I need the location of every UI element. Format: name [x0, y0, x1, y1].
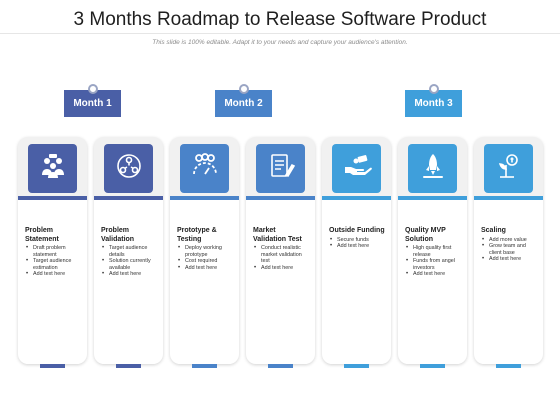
stage-bullets: Add more value Grow team and client base…	[481, 237, 537, 263]
gauge-dollar-icon	[190, 151, 220, 186]
stage-body: Scaling Add more value Grow team and cli…	[474, 200, 543, 364]
stage-title: Outside Funding	[329, 227, 385, 234]
title-divider	[0, 33, 560, 34]
stage-bullet: Cost required	[177, 258, 233, 265]
month-3-label: Month 3	[414, 98, 453, 109]
month-3-header: Month 3	[405, 84, 462, 117]
stage-bullets: Conduct realistic market validation test…	[253, 245, 309, 271]
stage-icon-box	[484, 144, 533, 193]
stage-body: Prototype & Testing Deploy working proto…	[170, 200, 239, 364]
stage-bullet: Add text here	[481, 256, 537, 263]
stage-bullet: Target audience details	[101, 245, 157, 258]
stage-tab	[116, 364, 141, 368]
stage-title: Problem Validation	[101, 227, 135, 243]
stage-bullet: Add text here	[177, 265, 233, 272]
stage-stripe	[398, 196, 467, 200]
stage-icon-box	[408, 144, 457, 193]
stage-icon-box	[256, 144, 305, 193]
hand-money-icon	[342, 151, 372, 186]
network-check-icon	[114, 151, 144, 186]
month-1-header: Month 1	[64, 84, 121, 117]
stage-bullet: Add more value	[481, 237, 537, 244]
growth-plant-icon	[494, 151, 524, 186]
stage-title: Market Validation Test	[253, 227, 302, 243]
stage-bullet: Target audience estimation	[25, 258, 81, 271]
month-2-pin	[238, 84, 249, 94]
stage-bullets: Secure funds Add text here	[329, 237, 385, 250]
month-1-label: Month 1	[73, 98, 112, 109]
stage-stripe	[246, 196, 315, 200]
month-3-pin	[428, 84, 439, 94]
stage-card-market-validation: Market Validation Test Conduct realistic…	[246, 137, 315, 368]
stage-icon-box	[28, 144, 77, 193]
stage-title: Problem Statement	[25, 227, 59, 243]
stage-tab	[40, 364, 65, 368]
stage-card-prototype-testing: Prototype & Testing Deploy working proto…	[170, 137, 239, 368]
stage-tab	[344, 364, 369, 368]
stage-title: Prototype & Testing	[177, 227, 217, 243]
stage-bullet: Add text here	[253, 265, 309, 272]
team-discussion-icon	[38, 151, 68, 186]
stage-stripe	[170, 196, 239, 200]
stage-bullets: Draft problem statement Target audience …	[25, 245, 81, 278]
stage-card-problem-validation: Problem Validation Target audience detai…	[94, 137, 163, 368]
stage-bullet: Deploy working prototype	[177, 245, 233, 258]
stage-bullet: Draft problem statement	[25, 245, 81, 258]
stage-body: Market Validation Test Conduct realistic…	[246, 200, 315, 364]
stage-stripe	[18, 196, 87, 200]
stage-tab	[496, 364, 521, 368]
month-2-header: Month 2	[215, 84, 272, 117]
stage-title: Quality MVP Solution	[405, 227, 446, 243]
stage-bullet: Funds from angel investors	[405, 258, 461, 271]
stage-bullet: Add text here	[405, 271, 461, 278]
stage-bullets: Deploy working prototype Cost required A…	[177, 245, 233, 271]
stage-body: Outside Funding Secure funds Add text he…	[322, 200, 391, 364]
stage-body: Problem Validation Target audience detai…	[94, 200, 163, 364]
stage-bullet: Add text here	[101, 271, 157, 278]
stage-card-quality-mvp: Quality MVP Solution High quality first …	[398, 137, 467, 368]
stage-icon-box	[332, 144, 381, 193]
checklist-pen-icon	[266, 151, 296, 186]
slide-subtitle: This slide is 100% editable. Adapt it to…	[152, 39, 408, 46]
stage-bullet: High quality first release	[405, 245, 461, 258]
stage-icon-box	[180, 144, 229, 193]
stage-icon-box	[104, 144, 153, 193]
stage-bullet: Solution currently available	[101, 258, 157, 271]
stage-card-problem-statement: Problem Statement Draft problem statemen…	[18, 137, 87, 368]
stage-card-outside-funding: Outside Funding Secure funds Add text he…	[322, 137, 391, 368]
stage-stripe	[474, 196, 543, 200]
stage-bullet: Grow team and client base	[481, 243, 537, 256]
stage-bullet: Add text here	[25, 271, 81, 278]
stage-bullets: High quality first release Funds from an…	[405, 245, 461, 278]
month-2-label: Month 2	[224, 98, 263, 109]
stage-card-scaling: Scaling Add more value Grow team and cli…	[474, 137, 543, 368]
stage-bullet: Add text here	[329, 243, 385, 250]
stage-bullet: Conduct realistic market validation test	[253, 245, 309, 265]
stage-title: Scaling	[481, 227, 506, 234]
month-1-pin	[87, 84, 98, 94]
stage-stripe	[322, 196, 391, 200]
stage-stripe	[94, 196, 163, 200]
stage-tab	[268, 364, 293, 368]
slide-title: 3 Months Roadmap to Release Software Pro…	[73, 9, 487, 30]
stage-bullets: Target audience details Solution current…	[101, 245, 157, 278]
stage-bullet: Secure funds	[329, 237, 385, 244]
stage-body: Problem Statement Draft problem statemen…	[18, 200, 87, 364]
stage-tab	[192, 364, 217, 368]
stage-body: Quality MVP Solution High quality first …	[398, 200, 467, 364]
rocket-launch-icon	[418, 151, 448, 186]
stage-tab	[420, 364, 445, 368]
